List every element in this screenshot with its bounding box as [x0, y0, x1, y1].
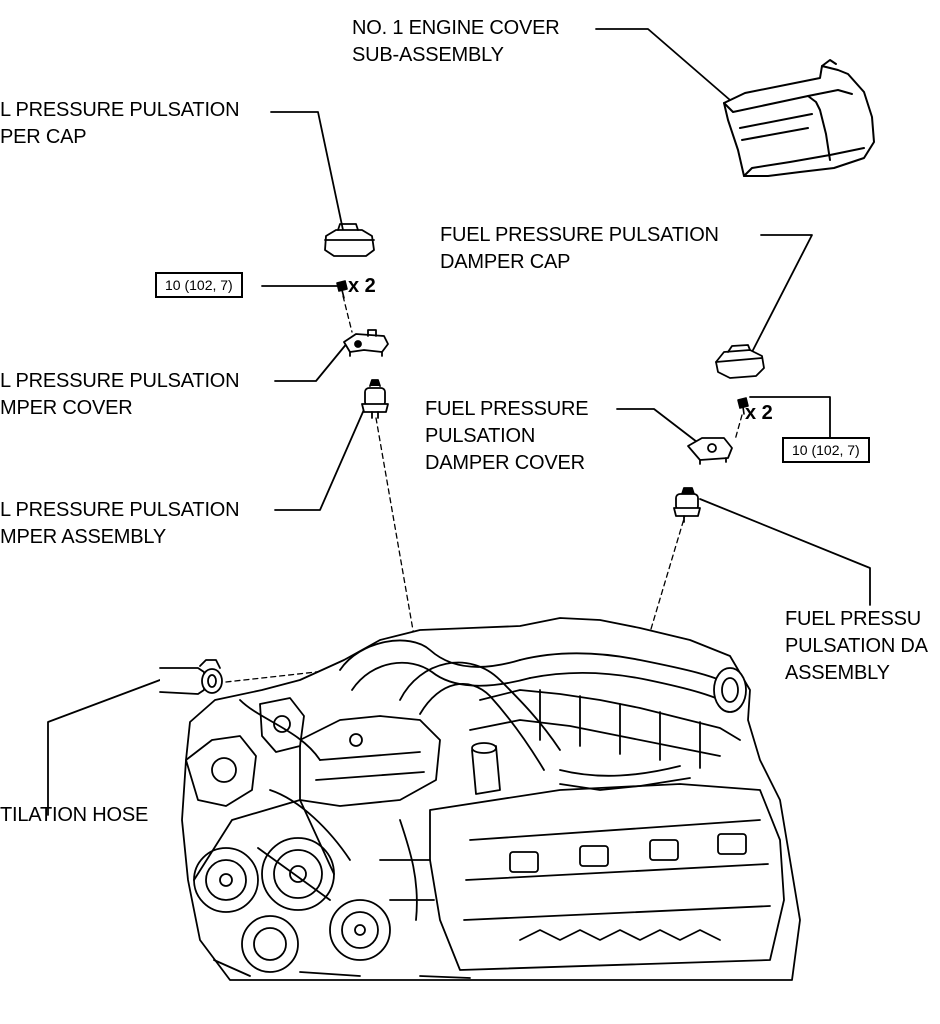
- damper-assembly-left-label: L PRESSURE PULSATION MPER ASSEMBLY: [0, 497, 240, 551]
- damper-cap-left-label-line-2: PER CAP: [0, 126, 87, 148]
- torque-spec-right: 10 (102, 7): [782, 437, 870, 463]
- bolt-icon: [737, 397, 749, 415]
- bolt-quantity-left: x 2: [348, 275, 376, 297]
- damper-assembly-right-label: FUEL PRESSU PULSATION DA ASSEMBLY: [785, 606, 928, 687]
- damper-cover-left-label-line-2: MPER COVER: [0, 397, 133, 419]
- damper-assembly-right-label-line-3: ASSEMBLY: [785, 662, 890, 684]
- engine-block-icon: [181, 617, 801, 981]
- torque-spec-left: 10 (102, 7): [155, 272, 243, 298]
- damper-cover-right-label: FUEL PRESSURE PULSATION DAMPER COVER: [425, 396, 589, 477]
- damper-cover-icon: [687, 437, 733, 465]
- damper-cap-left-label: L PRESSURE PULSATION PER CAP: [0, 97, 240, 151]
- ventilation-hose-label-line-1: TILATION HOSE: [0, 804, 149, 826]
- damper-cap-right-label-line-1: FUEL PRESSURE PULSATION: [440, 224, 719, 246]
- damper-cap-icon: [324, 223, 375, 257]
- leader-lines: [47, 28, 871, 816]
- damper-assembly-right-label-line-1: FUEL PRESSU: [785, 608, 921, 630]
- damper-cover-left-label-line-1: L PRESSURE PULSATION: [0, 370, 240, 392]
- damper-cover-icon: [343, 329, 389, 357]
- damper-cover-right-label-line-1: FUEL PRESSURE: [425, 398, 589, 420]
- damper-cap-icon: [715, 344, 765, 379]
- damper-cover-right-label-line-2: PULSATION: [425, 425, 536, 447]
- engine-cover-label: NO. 1 ENGINE COVER SUB-ASSEMBLY: [352, 15, 560, 69]
- engine-cover-icon: [723, 59, 875, 177]
- engine-cover-label-line-2: SUB-ASSEMBLY: [352, 44, 504, 66]
- damper-cover-right-label-line-3: DAMPER COVER: [425, 452, 585, 474]
- ventilation-hose-icon: [159, 659, 223, 695]
- damper-cap-left-label-line-1: L PRESSURE PULSATION: [0, 99, 240, 121]
- damper-assembly-right-label-line-2: PULSATION DA: [785, 635, 928, 657]
- bolt-icon: [336, 280, 348, 299]
- ventilation-hose-label: TILATION HOSE: [0, 802, 148, 829]
- bolt-quantity-right: x 2: [745, 402, 773, 424]
- damper-cap-right-label: FUEL PRESSURE PULSATION DAMPER CAP: [440, 222, 719, 276]
- damper-assembly-left-label-line-2: MPER ASSEMBLY: [0, 526, 166, 548]
- damper-assembly-icon: [361, 379, 389, 419]
- damper-assembly-icon: [673, 487, 701, 523]
- engine-cover-label-line-1: NO. 1 ENGINE COVER: [352, 17, 560, 39]
- damper-assembly-left-label-line-1: L PRESSURE PULSATION: [0, 499, 240, 521]
- damper-cover-left-label: L PRESSURE PULSATION MPER COVER: [0, 368, 240, 422]
- damper-cap-right-label-line-2: DAMPER CAP: [440, 251, 571, 273]
